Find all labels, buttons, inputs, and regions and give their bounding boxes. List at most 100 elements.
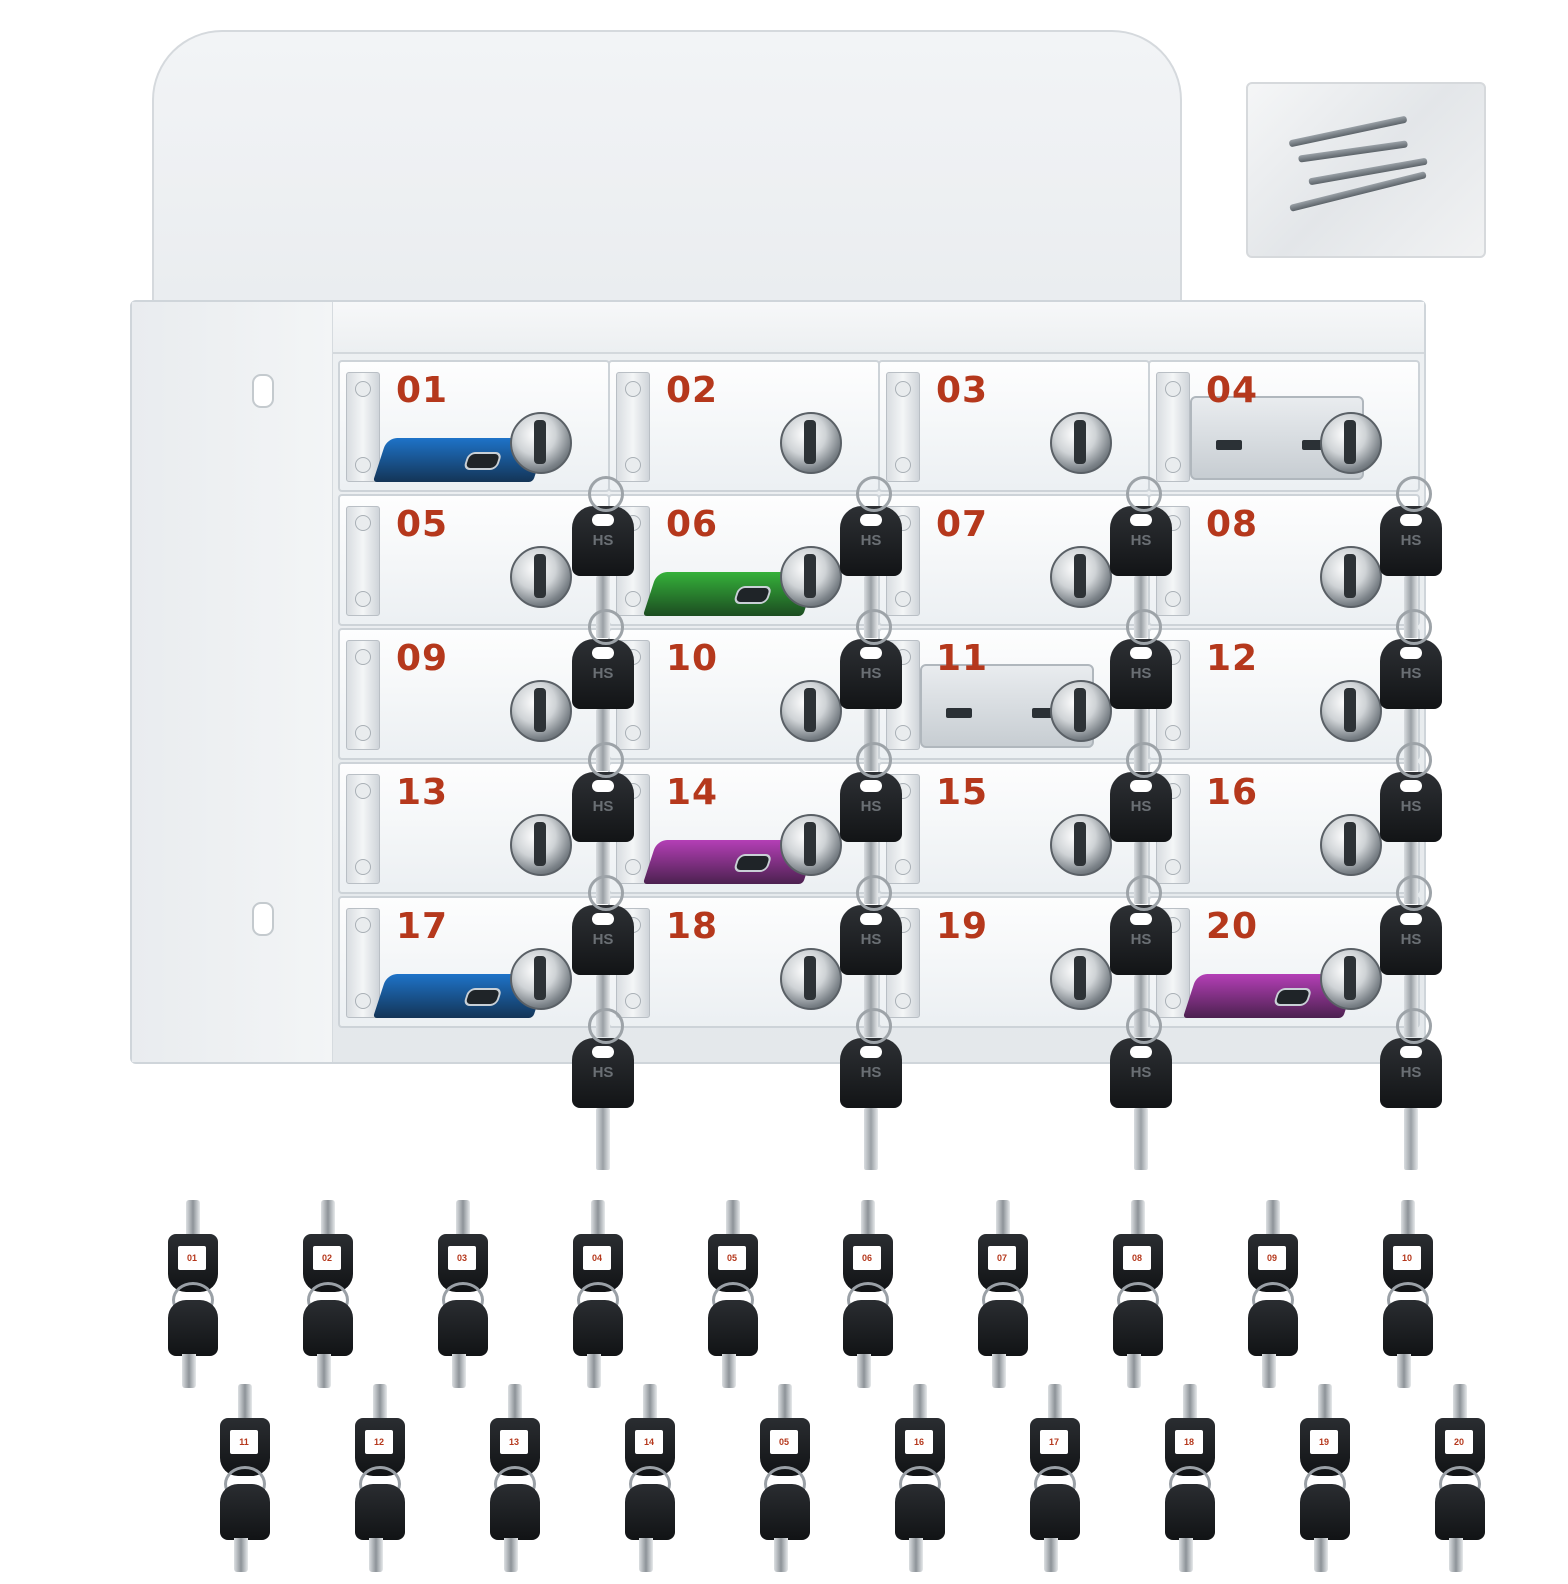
compartment-number: 04 bbox=[1206, 370, 1259, 411]
compartment-11[interactable]: 11 bbox=[878, 628, 1150, 760]
key-blade-icon bbox=[864, 1108, 878, 1170]
key-icon[interactable]: HS bbox=[572, 506, 634, 576]
key-icon[interactable]: HS bbox=[840, 905, 902, 975]
compartment-20[interactable]: 20 bbox=[1148, 896, 1420, 1028]
compartment-17[interactable]: 17 bbox=[338, 896, 610, 1028]
numbered-key-pair[interactable]: 10 bbox=[1373, 1200, 1453, 1400]
key-blade-icon bbox=[452, 1354, 466, 1388]
numbered-key-pair[interactable]: 09 bbox=[1238, 1200, 1318, 1400]
cam-lock-icon[interactable] bbox=[510, 412, 572, 474]
numbered-key-pair[interactable]: 19 bbox=[1290, 1384, 1370, 1584]
numbered-key-pair[interactable]: 04 bbox=[563, 1200, 643, 1400]
numbered-key-pair[interactable]: 05 bbox=[698, 1200, 778, 1400]
key-icon[interactable]: HS bbox=[572, 639, 634, 709]
key-number-tag: 05 bbox=[770, 1430, 798, 1454]
cam-lock-icon[interactable] bbox=[1050, 546, 1112, 608]
compartment-14[interactable]: 14 bbox=[608, 762, 880, 894]
hinge-icon bbox=[346, 640, 380, 750]
cam-lock-icon[interactable] bbox=[1320, 814, 1382, 876]
cam-lock-icon[interactable] bbox=[1320, 948, 1382, 1010]
numbered-key-pair[interactable]: 11 bbox=[210, 1384, 290, 1584]
compartment-18[interactable]: 18 bbox=[608, 896, 880, 1028]
cabinet-top bbox=[132, 302, 1424, 354]
key-icon[interactable]: HS bbox=[572, 1038, 634, 1108]
compartment-04[interactable]: 04 bbox=[1148, 360, 1420, 492]
key-icon[interactable]: HS bbox=[1380, 772, 1442, 842]
key-icon[interactable]: HS bbox=[1110, 1038, 1172, 1108]
numbered-key-pair[interactable]: 02 bbox=[293, 1200, 373, 1400]
cam-lock-icon[interactable] bbox=[510, 814, 572, 876]
compartment-05[interactable]: 05 bbox=[338, 494, 610, 626]
numbered-key-pair[interactable]: 03 bbox=[428, 1200, 508, 1400]
key-icon[interactable]: HS bbox=[1380, 905, 1442, 975]
numbered-key-pair[interactable]: 07 bbox=[968, 1200, 1048, 1400]
compartment-02[interactable]: 02 bbox=[608, 360, 880, 492]
cam-lock-icon[interactable] bbox=[1320, 546, 1382, 608]
key-icon[interactable]: HS bbox=[1110, 772, 1172, 842]
cam-lock-icon[interactable] bbox=[780, 412, 842, 474]
key-number-tag: 08 bbox=[1123, 1246, 1151, 1270]
key-ring-icon bbox=[588, 742, 624, 778]
cam-lock-icon[interactable] bbox=[510, 948, 572, 1010]
compartment-number: 16 bbox=[1206, 772, 1259, 813]
key-blade-icon bbox=[369, 1538, 383, 1572]
compartment-15[interactable]: 15 bbox=[878, 762, 1150, 894]
cam-lock-icon[interactable] bbox=[780, 546, 842, 608]
cam-lock-icon[interactable] bbox=[1050, 948, 1112, 1010]
compartment-12[interactable]: 12 bbox=[1148, 628, 1420, 760]
compartment-09[interactable]: 09 bbox=[338, 628, 610, 760]
numbered-key-pair[interactable]: 20 bbox=[1425, 1384, 1505, 1584]
cam-lock-icon[interactable] bbox=[1050, 412, 1112, 474]
numbered-key-pair[interactable]: 08 bbox=[1103, 1200, 1183, 1400]
cam-lock-icon[interactable] bbox=[1320, 680, 1382, 742]
key-icon[interactable]: HS bbox=[1380, 506, 1442, 576]
compartment-number: 18 bbox=[666, 906, 719, 947]
cam-lock-icon[interactable] bbox=[510, 680, 572, 742]
key-blade-icon bbox=[321, 1200, 335, 1240]
cam-lock-icon[interactable] bbox=[780, 814, 842, 876]
cam-lock-icon[interactable] bbox=[780, 948, 842, 1010]
key-number-tag: 14 bbox=[635, 1430, 663, 1454]
numbered-key-pair[interactable]: 17 bbox=[1020, 1384, 1100, 1584]
cam-lock-icon[interactable] bbox=[510, 546, 572, 608]
key-icon[interactable]: HS bbox=[572, 772, 634, 842]
hinge-icon bbox=[346, 372, 380, 482]
numbered-key-pair[interactable]: 01 bbox=[158, 1200, 238, 1400]
cam-lock-icon[interactable] bbox=[1320, 412, 1382, 474]
compartment-06[interactable]: 06 bbox=[608, 494, 880, 626]
numbered-key-pair[interactable]: 14 bbox=[615, 1384, 695, 1584]
key-blade-icon bbox=[778, 1384, 792, 1424]
compartment-19[interactable]: 19 bbox=[878, 896, 1150, 1028]
key-icon[interactable]: HS bbox=[1380, 1038, 1442, 1108]
key-ring-icon bbox=[1396, 1008, 1432, 1044]
key-icon[interactable]: HS bbox=[840, 1038, 902, 1108]
compartment-03[interactable]: 03 bbox=[878, 360, 1150, 492]
compartment-10[interactable]: 10 bbox=[608, 628, 880, 760]
screw-icon bbox=[1298, 140, 1408, 163]
numbered-key-pair[interactable]: 05 bbox=[750, 1384, 830, 1584]
key-blade-icon bbox=[186, 1200, 200, 1240]
numbered-key-pair[interactable]: 13 bbox=[480, 1384, 560, 1584]
compartment-13[interactable]: 13 bbox=[338, 762, 610, 894]
compartment-07[interactable]: 07 bbox=[878, 494, 1150, 626]
hinge-icon bbox=[346, 774, 380, 884]
numbered-key-pair[interactable]: 18 bbox=[1155, 1384, 1235, 1584]
compartment-01[interactable]: 01 bbox=[338, 360, 610, 492]
cam-lock-icon[interactable] bbox=[780, 680, 842, 742]
numbered-key-pair[interactable]: 16 bbox=[885, 1384, 965, 1584]
cabinet-side bbox=[132, 302, 333, 1062]
key-icon[interactable]: HS bbox=[840, 639, 902, 709]
key-icon[interactable]: HS bbox=[572, 905, 634, 975]
key-icon[interactable]: HS bbox=[840, 772, 902, 842]
cam-lock-icon[interactable] bbox=[1050, 680, 1112, 742]
key-icon[interactable]: HS bbox=[1110, 506, 1172, 576]
key-icon[interactable]: HS bbox=[1380, 639, 1442, 709]
numbered-key-pair[interactable]: 06 bbox=[833, 1200, 913, 1400]
cam-lock-icon[interactable] bbox=[1050, 814, 1112, 876]
key-number-tag: 13 bbox=[500, 1430, 528, 1454]
key-icon bbox=[490, 1484, 540, 1540]
key-icon[interactable]: HS bbox=[1110, 905, 1172, 975]
key-icon[interactable]: HS bbox=[1110, 639, 1172, 709]
key-icon[interactable]: HS bbox=[840, 506, 902, 576]
numbered-key-pair[interactable]: 12 bbox=[345, 1384, 425, 1584]
